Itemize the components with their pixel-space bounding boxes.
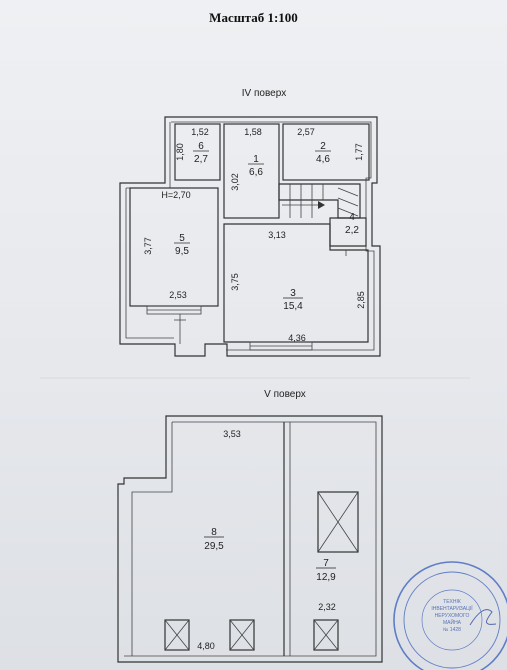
svg-text:ІНВЕНТАРИЗАЦІЇ: ІНВЕНТАРИЗАЦІЇ xyxy=(431,605,473,612)
svg-text:2: 2 xyxy=(320,141,326,152)
dim-floor5-top: 3,53 xyxy=(223,429,241,439)
dim-room3-right: 2,85 xyxy=(356,291,366,309)
floor4-label: IV поверх xyxy=(242,88,286,99)
dim-top-left: 1,52 xyxy=(191,127,209,137)
room-6-outline xyxy=(174,123,221,181)
room-1-outline xyxy=(223,123,280,219)
room-7-label: 7 12,9 xyxy=(316,558,336,583)
dim-top-right: 2,57 xyxy=(297,127,315,137)
room-6-label: 6 2,7 xyxy=(193,141,209,165)
svg-text:3: 3 xyxy=(290,288,296,299)
dim-floor5-bottom: 4,80 xyxy=(197,641,215,651)
svg-text:15,4: 15,4 xyxy=(283,301,303,312)
floor4-inner-left2 xyxy=(125,188,174,339)
dim-room5-side: 3,77 xyxy=(143,237,153,255)
svg-text:МАЙНА: МАЙНА xyxy=(443,618,462,626)
svg-text:5: 5 xyxy=(179,233,185,244)
room-3-label: 3 15,4 xyxy=(283,288,303,312)
dim-floor5-right: 2,32 xyxy=(318,602,336,612)
svg-text:4: 4 xyxy=(349,212,355,223)
dim-room2-side: 1,77 xyxy=(354,143,364,161)
skylight-icon xyxy=(317,491,359,553)
svg-text:4,6: 4,6 xyxy=(316,154,330,165)
svg-text:ТЕХНІК: ТЕХНІК xyxy=(443,599,461,605)
skylight-icon xyxy=(164,619,190,651)
room-2-outline xyxy=(282,123,370,181)
room-5-label: 5 9,5 xyxy=(174,233,190,257)
dim-room1-side: 3,02 xyxy=(230,173,240,191)
dim-room3-bottom: 4,36 xyxy=(288,333,306,343)
svg-text:7: 7 xyxy=(323,558,329,569)
svg-text:2,2: 2,2 xyxy=(345,225,359,236)
room-1-label: 1 6,6 xyxy=(248,154,264,178)
svg-text:12,9: 12,9 xyxy=(316,572,336,583)
skylight-icon xyxy=(229,619,255,651)
floor4-inner-outline xyxy=(171,121,375,351)
floor4-outline xyxy=(119,116,381,357)
svg-text:6: 6 xyxy=(198,141,204,152)
room-2-label: 2 4,6 xyxy=(315,141,331,165)
svg-text:29,5: 29,5 xyxy=(204,541,224,552)
floor4-inner-left xyxy=(126,122,171,189)
stair-icon xyxy=(278,183,361,219)
window-marks xyxy=(146,250,347,351)
height-note: H=2,70 xyxy=(161,190,190,200)
svg-text:8: 8 xyxy=(211,527,217,538)
signature-mark xyxy=(469,609,497,626)
svg-text:6,6: 6,6 xyxy=(249,167,263,178)
room-8-label: 8 29,5 xyxy=(204,527,224,552)
scale-title: Масштаб 1:100 xyxy=(209,10,298,25)
stamp-seal: ТЕХНІК ІНВЕНТАРИЗАЦІЇ НЕРУХОМОГО МАЙНА №… xyxy=(393,561,507,670)
svg-text:2,7: 2,7 xyxy=(194,154,208,165)
dim-room6-side: 1,80 xyxy=(175,143,185,161)
dim-room3-left: 3,75 xyxy=(230,273,240,291)
floor5-inner-left xyxy=(131,422,173,656)
dim-room5-bottom: 2,53 xyxy=(169,290,187,300)
floor5-label: V поверх xyxy=(264,389,306,400)
room-4-label: 4 2,2 xyxy=(345,212,359,236)
dim-room3-top: 3,13 xyxy=(268,230,286,240)
room-3-outline xyxy=(223,223,369,343)
floor5-outline xyxy=(117,415,383,663)
floor5-inner-outline xyxy=(124,421,377,657)
svg-text:НЕРУХОМОГО: НЕРУХОМОГО xyxy=(435,613,470,619)
svg-text:9,5: 9,5 xyxy=(175,246,189,257)
skylight-icon xyxy=(313,619,339,651)
svg-text:1: 1 xyxy=(253,154,259,165)
dim-top-mid: 1,58 xyxy=(244,127,262,137)
svg-text:№ 1428: № 1428 xyxy=(443,627,461,633)
